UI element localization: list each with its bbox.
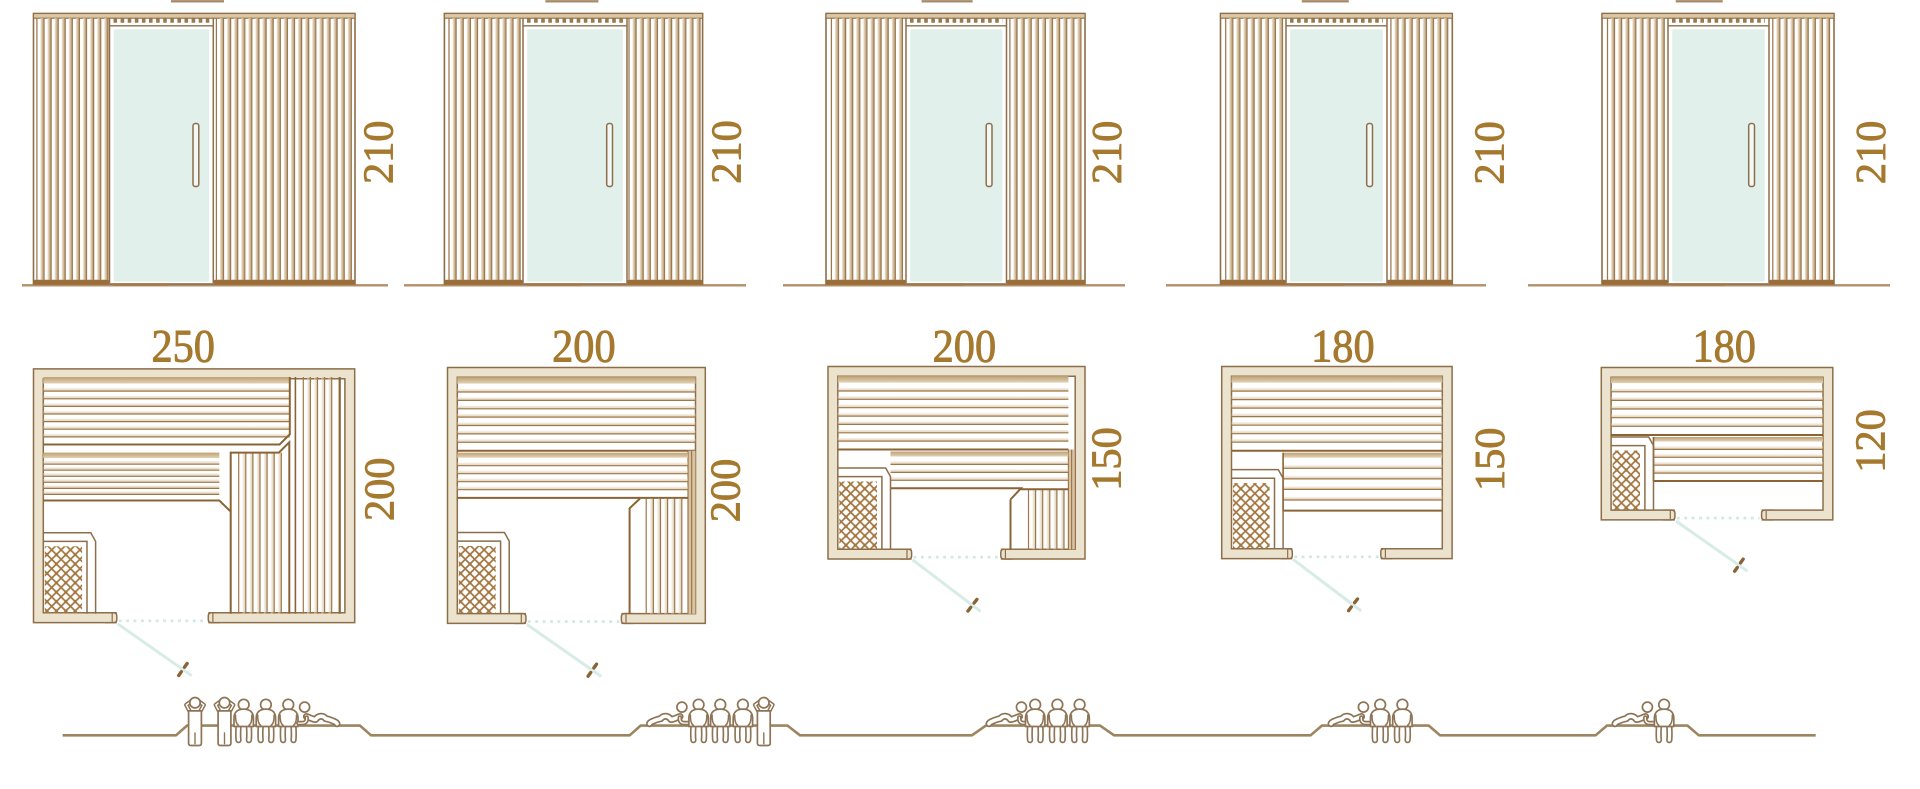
svg-text:120: 120: [1848, 409, 1895, 473]
svg-text:200: 200: [552, 321, 616, 372]
svg-text:210: 210: [704, 120, 751, 184]
svg-text:150: 150: [1084, 427, 1131, 491]
svg-text:210: 210: [1084, 121, 1131, 185]
svg-text:250: 250: [151, 321, 215, 372]
svg-text:210: 210: [1848, 121, 1895, 185]
svg-text:180: 180: [1692, 321, 1756, 372]
svg-text:180: 180: [1311, 321, 1375, 372]
svg-text:210: 210: [356, 121, 403, 185]
svg-text:200: 200: [703, 459, 750, 523]
svg-text:210: 210: [1466, 121, 1513, 185]
svg-text:150: 150: [1467, 428, 1514, 492]
svg-text:200: 200: [933, 321, 997, 372]
svg-text:200: 200: [357, 458, 404, 522]
